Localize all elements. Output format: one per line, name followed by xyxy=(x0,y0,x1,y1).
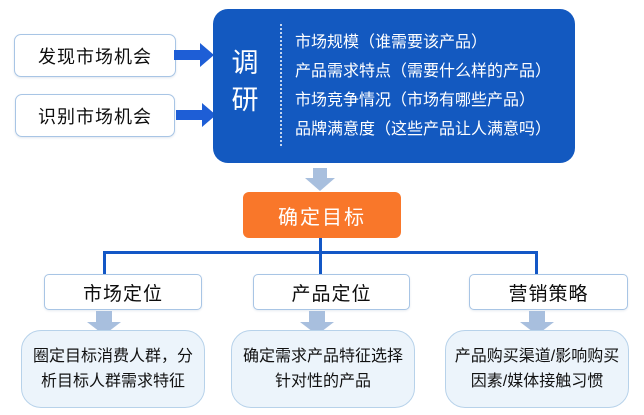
marketing-strategy-label: 营销策略 xyxy=(508,283,589,305)
right-arrow-icon xyxy=(174,43,214,67)
connector-drop-left xyxy=(103,254,106,274)
marketing-strategy-detail-box: 产品购买渠道/影响购买因素/媒体接触习惯 xyxy=(445,330,629,408)
right-arrow-icon xyxy=(176,103,216,127)
marketing-strategy-detail: 产品购买渠道/影响购买因素/媒体接触习惯 xyxy=(454,348,620,390)
discover-opportunity-box: 发现市场机会 xyxy=(14,34,176,77)
product-positioning-detail-box: 确定需求产品特征选择针对性的产品 xyxy=(231,330,415,408)
market-positioning-label: 市场定位 xyxy=(82,283,163,305)
down-arrow-icon xyxy=(520,311,554,335)
goal-box: 确定目标 xyxy=(243,192,401,238)
connector-stem xyxy=(319,238,322,252)
connector-horizontal xyxy=(103,251,538,254)
down-arrow-icon xyxy=(300,311,334,335)
research-title: 调研 xyxy=(231,48,259,115)
product-positioning-detail: 确定需求产品特征选择针对性的产品 xyxy=(242,348,403,390)
identify-opportunity-label: 识别市场机会 xyxy=(38,106,152,127)
identify-opportunity-box: 识别市场机会 xyxy=(15,94,175,137)
down-arrow-icon xyxy=(305,168,335,191)
connector-drop-middle xyxy=(319,254,322,274)
product-positioning-box: 产品定位 xyxy=(253,274,410,310)
research-panel: 调研 市场规模（谁需要该产品） 产品需求特点（需要什么样的产品） 市场竞争情况（… xyxy=(213,9,575,163)
goal-label: 确定目标 xyxy=(278,206,366,229)
research-divider xyxy=(280,24,282,146)
marketing-strategy-box: 营销策略 xyxy=(469,274,628,310)
research-item-list: 市场规模（谁需要该产品） 产品需求特点（需要什么样的产品） 市场竞争情况（市场有… xyxy=(295,28,551,144)
down-arrow-icon xyxy=(87,311,121,335)
connector-drop-right xyxy=(535,254,538,274)
discover-opportunity-label: 发现市场机会 xyxy=(38,46,152,67)
market-positioning-detail-box: 圈定目标消费人群，分析目标人群需求特征 xyxy=(21,330,205,408)
research-item: 市场规模（谁需要该产品） xyxy=(295,34,488,51)
product-positioning-label: 产品定位 xyxy=(291,283,372,305)
research-item: 品牌满意度（这些产品让人满意吗） xyxy=(295,121,552,138)
research-item: 产品需求特点（需要什么样的产品） xyxy=(295,63,552,80)
market-positioning-box: 市场定位 xyxy=(44,274,202,310)
research-item: 市场竞争情况（市场有哪些产品） xyxy=(295,92,536,109)
market-positioning-detail: 圈定目标消费人群，分析目标人群需求特征 xyxy=(32,348,193,390)
